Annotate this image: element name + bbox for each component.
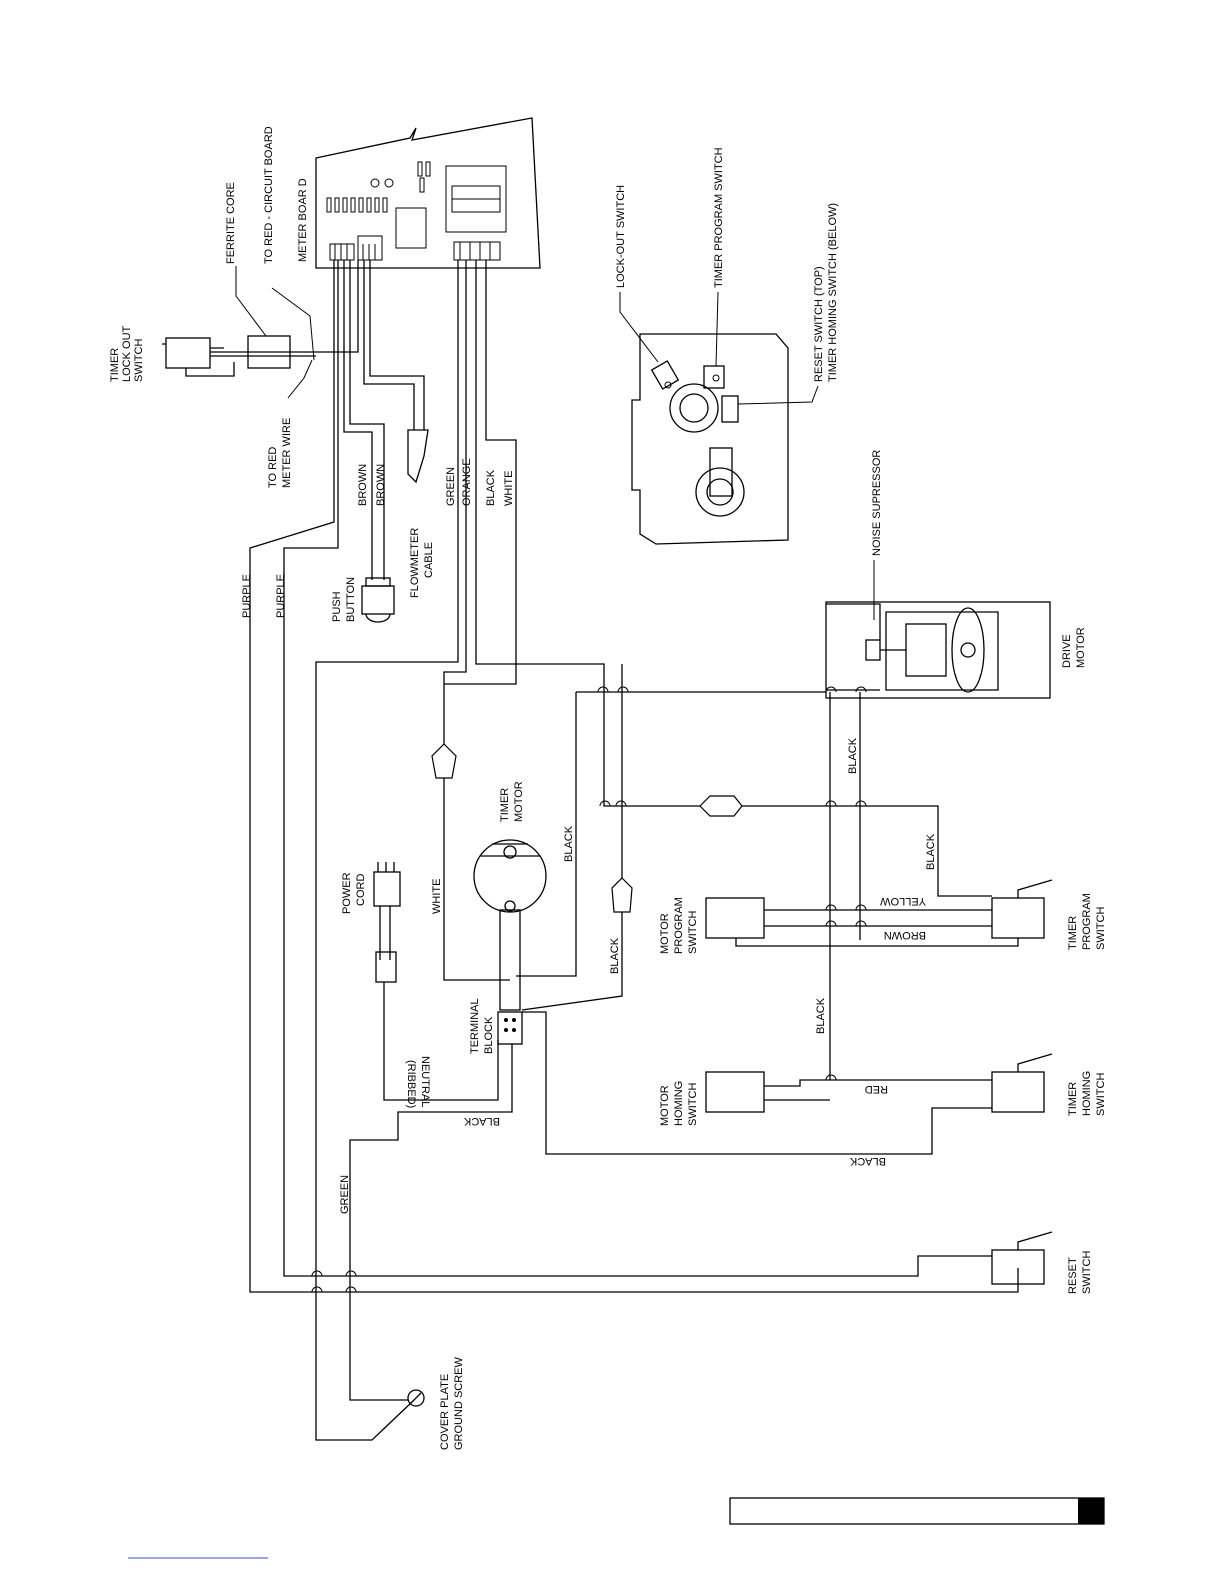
- label-purple-1: PURPLE: [241, 574, 253, 618]
- label-timer-lockout-2: LOCK OUT: [121, 325, 133, 382]
- timer-homing-switch: [991, 1053, 1053, 1113]
- label-brown-switch: BROWN: [884, 929, 926, 941]
- label-flowmeter-2: CABLE: [423, 542, 435, 578]
- label-timer-lockout-3: SWITCH: [133, 339, 145, 382]
- reset-switch: [991, 1231, 1053, 1285]
- label-terminal-block-1: TERMINAL: [469, 998, 481, 1054]
- meter-board-wires: [210, 260, 1019, 1441]
- label-timer-homing-1: TIMER: [1067, 1082, 1079, 1116]
- timer-lockout-switch: [162, 335, 316, 377]
- label-yellow: YELLOW: [880, 895, 926, 907]
- label-timer-homing-3: SWITCH: [1095, 1073, 1107, 1116]
- push-button: [361, 577, 395, 623]
- timer-program-switch: [991, 879, 1053, 939]
- label-cover-plate-2: GROUND SCREW: [453, 1356, 465, 1450]
- label-power-cord-2: CORD: [355, 874, 367, 906]
- label-timer-program-1: TIMER: [1067, 916, 1079, 950]
- label-timer-program-switch-top: TIMER PROGRAM SWITCH: [713, 147, 725, 288]
- label-push-2: BUTTON: [345, 577, 357, 622]
- label-white-mid: WHITE: [431, 879, 443, 914]
- label-timer-homing-below: TIMER HOMING SWITCH (BELOW): [827, 203, 839, 382]
- label-power-cord-1: POWER: [341, 872, 353, 914]
- label-orange: ORANGE: [461, 458, 473, 506]
- label-green-top: GREEN: [445, 467, 457, 506]
- label-terminal-block-2: BLOCK: [483, 1016, 495, 1054]
- label-to-red-meter-1: TO RED: [267, 447, 279, 488]
- label-black-bottom-2: BLACK: [849, 1155, 886, 1167]
- label-black-bottom-1: BLACK: [463, 1115, 500, 1127]
- label-purple-2: PURPLE: [275, 574, 287, 618]
- label-black-connector: BLACK: [609, 937, 621, 974]
- label-black-vertical: BLACK: [815, 997, 827, 1034]
- crossover-marks: [311, 686, 867, 1293]
- label-to-red-circuit-board: TO RED - CIRCUIT BOARD: [263, 126, 275, 264]
- label-noise-supressor: NOISE SUPRESSOR: [871, 450, 883, 556]
- label-timer-homing-2: HOMING: [1081, 1071, 1093, 1116]
- label-motor-homing-2: HOMING: [673, 1081, 685, 1126]
- label-brown-1: BROWN: [357, 464, 369, 506]
- label-timer-program-2: PROGRAM: [1081, 893, 1093, 950]
- label-timer-program-3: SWITCH: [1095, 907, 1107, 950]
- label-reset-top: RESET SWITCH (TOP): [813, 266, 825, 382]
- label-brown-2: BROWN: [375, 464, 387, 506]
- timer-assembly-plate: [631, 333, 789, 545]
- label-drive-motor-1: DRIVE: [1061, 634, 1073, 668]
- label-push-1: PUSH: [331, 591, 343, 622]
- label-black-top: BLACK: [485, 469, 497, 506]
- terminal-block: [349, 912, 992, 1390]
- inline-connectors: [431, 743, 743, 913]
- label-reset-2: SWITCH: [1081, 1251, 1093, 1294]
- label-motor-program-2: PROGRAM: [673, 897, 685, 954]
- label-to-red-meter-2: METER WIRE: [281, 418, 293, 488]
- drive-motor-wires: [516, 664, 992, 1080]
- motor-program-switch: [705, 897, 1019, 947]
- label-white-top: WHITE: [503, 471, 515, 506]
- label-red: RED: [865, 1083, 888, 1095]
- label-ribbed: (RIBBED): [405, 1060, 417, 1108]
- label-green-bottom: GREEN: [339, 1175, 351, 1214]
- board-resistors: [326, 161, 431, 213]
- label-black-drive: BLACK: [847, 737, 859, 774]
- footer-bar: [729, 1497, 1105, 1525]
- label-drive-motor-2: MOTOR: [1075, 627, 1087, 668]
- label-timer-motor-2: MOTOR: [513, 781, 525, 822]
- label-black-right: BLACK: [925, 833, 937, 870]
- diagram-labels: FERRITE CORE TO RED - CIRCUIT BOARD METE…: [109, 126, 1107, 1450]
- label-reset-1: RESET: [1067, 1257, 1079, 1294]
- power-cord: [373, 862, 499, 1101]
- label-black-timer-motor: BLACK: [563, 825, 575, 862]
- transformer: [445, 165, 507, 233]
- timer-motor: [473, 839, 547, 1011]
- meter-board: [315, 117, 541, 269]
- label-motor-program-1: MOTOR: [659, 913, 671, 954]
- motor-homing-switch: [705, 1071, 992, 1113]
- label-meter-board: METER BOAR D: [297, 178, 309, 262]
- flowmeter-cable-end: [407, 429, 429, 484]
- label-timer-motor-1: TIMER: [499, 788, 511, 822]
- cover-plate-ground-screw: [349, 1389, 425, 1407]
- label-motor-homing-1: MOTOR: [659, 1085, 671, 1126]
- drive-motor: [825, 601, 1051, 699]
- label-cover-plate-1: COVER PLATE: [439, 1374, 451, 1450]
- label-flowmeter-1: FLOWMETER: [409, 528, 421, 598]
- label-timer-lockout-1: TIMER: [109, 348, 121, 382]
- label-motor-homing-3: SWITCH: [687, 1083, 699, 1126]
- label-lockout-switch: LOCK-OUT SWITCH: [615, 185, 627, 288]
- label-ferrite-core: FERRITE CORE: [225, 182, 237, 264]
- label-neutral: NEUTRAL: [419, 1056, 431, 1107]
- label-motor-program-3: SWITCH: [687, 911, 699, 954]
